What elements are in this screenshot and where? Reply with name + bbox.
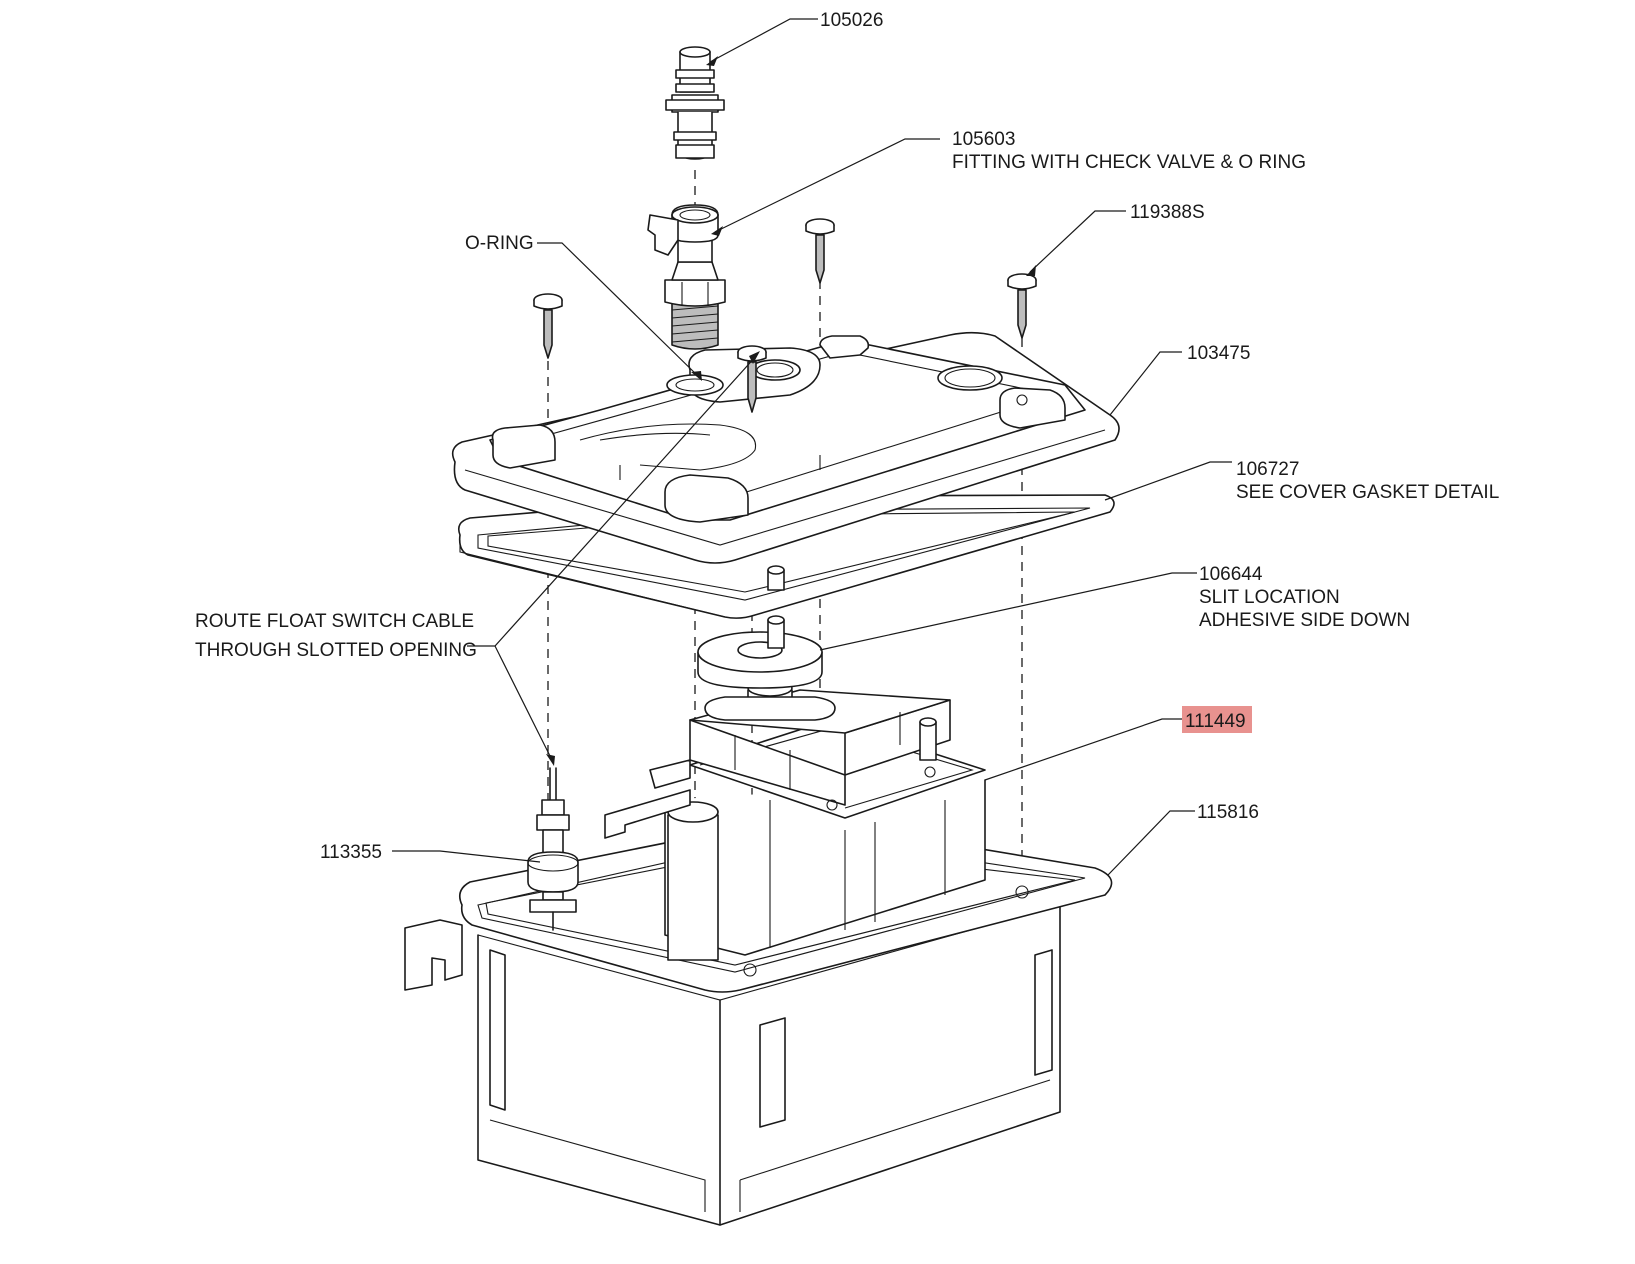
callout-106727: 106727 SEE COVER GASKET DETAIL <box>1236 459 1499 503</box>
o-ring <box>666 374 724 396</box>
callout-119388s: 119388S <box>1130 202 1205 223</box>
leader-lines <box>392 18 1232 876</box>
callout-115816: 115816 <box>1197 802 1259 823</box>
part-number-113355: 113355 <box>320 842 382 863</box>
part-desc-oring: O-RING <box>465 233 534 254</box>
part-number-106727: 106727 <box>1236 459 1299 480</box>
part-number-115816: 115816 <box>1197 802 1259 823</box>
fitting-check-valve-105603 <box>647 204 726 350</box>
callout-route-cable: ROUTE FLOAT SWITCH CABLE THROUGH SLOTTED… <box>195 611 477 661</box>
callout-113355: 113355 <box>320 842 382 863</box>
screw-mid-right <box>805 218 835 284</box>
part-number-105603: 105603 <box>952 129 1015 150</box>
float-switch-113355 <box>527 767 579 931</box>
cover-103475 <box>451 331 1120 564</box>
part-number-111449: 111449 <box>1185 711 1246 732</box>
callout-111449: 111449 <box>1182 706 1252 733</box>
pump-motor-assembly-111449 <box>604 679 986 961</box>
callout-105603: 105603 FITTING WITH CHECK VALVE & O RING <box>952 129 1306 173</box>
part-desc-105603: FITTING WITH CHECK VALVE & O RING <box>952 152 1306 173</box>
part-desc-106644-line1: SLIT LOCATION <box>1199 587 1340 608</box>
part-number-103475: 103475 <box>1187 343 1250 364</box>
part-number-106644: 106644 <box>1199 564 1263 585</box>
screw-right <box>1007 273 1037 339</box>
callout-103475: 103475 <box>1187 343 1250 364</box>
seal-pad-106644 <box>697 615 823 689</box>
part-number-119388s: 119388S <box>1130 202 1205 223</box>
callout-105026: 105026 <box>820 10 883 31</box>
screw-left <box>533 293 563 359</box>
callout-oring: O-RING <box>465 233 534 254</box>
part-number-105026: 105026 <box>820 10 883 31</box>
highlight-box-111449 <box>1182 706 1252 733</box>
hose-barb-105026 <box>665 46 725 160</box>
callout-106644: 106644 SLIT LOCATION ADHESIVE SIDE DOWN <box>1199 564 1410 631</box>
part-desc-106727: SEE COVER GASKET DETAIL <box>1236 482 1499 503</box>
route-desc-line2: THROUGH SLOTTED OPENING <box>195 640 477 661</box>
part-desc-106644-line2: ADHESIVE SIDE DOWN <box>1199 610 1410 631</box>
route-desc-line1: ROUTE FLOAT SWITCH CABLE <box>195 611 474 632</box>
